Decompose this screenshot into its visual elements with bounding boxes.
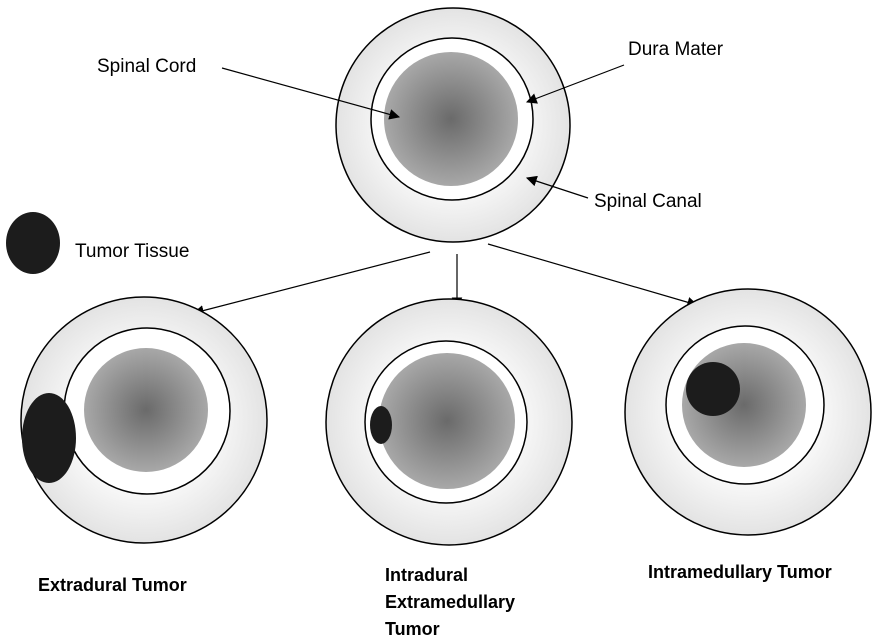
- spinal-canal-label: Spinal Canal: [594, 191, 702, 212]
- dura-mater-label: Dura Mater: [628, 39, 724, 60]
- intradural-cord: [379, 353, 515, 489]
- extradural-caption: Extradural Tumor: [38, 575, 187, 595]
- tumor-tissue-label: Tumor Tissue: [75, 241, 189, 262]
- intradural-tumor: [370, 406, 392, 444]
- arrow-to-intramedullary: [488, 244, 697, 305]
- intradural-caption-line1: Intradural: [385, 565, 468, 585]
- intradural-caption-line2: Extramedullary: [385, 592, 515, 612]
- spinal-cord: [384, 52, 518, 186]
- extradural-cord: [84, 348, 208, 472]
- extradural-tumor: [22, 393, 76, 483]
- intradural-caption-line3: Tumor: [385, 619, 440, 639]
- intramedullary-tumor: [686, 362, 740, 416]
- intramedullary-cross-section: [625, 289, 871, 535]
- tumor-tissue-swatch: [6, 212, 60, 274]
- top-cross-section: [336, 8, 570, 242]
- arrow-to-extradural: [194, 252, 430, 313]
- extradural-cross-section: [21, 297, 267, 543]
- intramedullary-caption: Intramedullary Tumor: [648, 562, 832, 582]
- spinal-cord-label: Spinal Cord: [97, 56, 196, 77]
- intradural-cross-section: [326, 299, 572, 545]
